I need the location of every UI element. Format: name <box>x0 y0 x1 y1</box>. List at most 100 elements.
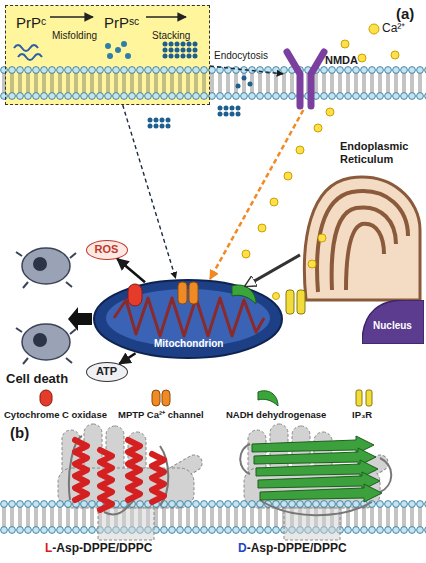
beta-sheet-protein <box>254 448 376 466</box>
prion-molecules <box>181 48 186 53</box>
nmda-receptor-symbol <box>287 52 324 106</box>
alpha-helix-protein <box>100 450 112 510</box>
prion-molecules <box>181 54 186 59</box>
endocytosed-aggregates <box>218 112 223 117</box>
panel-label: (a) <box>396 5 414 22</box>
dying-cells <box>22 324 70 360</box>
process-label: Endocytosis <box>214 50 268 62</box>
beta-sheet-protein <box>240 444 391 515</box>
prion-molecules <box>175 48 180 53</box>
node-text: Mitochondrion <box>154 338 223 350</box>
prion-molecules <box>18 54 42 60</box>
lipid-bilayer <box>0 500 426 534</box>
node-text: Nucleus <box>373 320 412 332</box>
ip3r-channel-symbol <box>286 290 294 314</box>
dying-cells <box>33 333 47 347</box>
legend-icons <box>258 391 278 406</box>
endocytosed-aggregates <box>154 118 159 123</box>
calcium-ions <box>296 146 304 154</box>
prion-molecules <box>121 41 127 47</box>
calcium-ions <box>258 224 266 232</box>
nmda-receptor-symbol <box>287 52 324 106</box>
dying-cells <box>33 257 47 271</box>
prion-molecules <box>163 54 168 59</box>
endoplasmic-reticulum-symbol <box>304 177 420 300</box>
mptp-channel-symbol <box>178 282 187 304</box>
legend-icons <box>40 390 52 406</box>
flow-arrow <box>210 66 283 74</box>
endocytosed-aggregates <box>148 118 153 123</box>
legend-icons <box>356 390 362 406</box>
alpha-helix-protein <box>128 440 140 500</box>
alpha-helix-protein <box>75 440 87 500</box>
nmda-receptor: NMDA <box>283 46 359 110</box>
prion-molecules <box>14 45 38 51</box>
prion-molecules <box>50 16 93 18</box>
beta-sheet-protein <box>258 472 380 490</box>
cell-death-arrow <box>68 307 92 331</box>
endocytosed-aggregates <box>148 124 153 129</box>
node-text: NMDA <box>325 54 358 67</box>
dying-cells <box>16 248 76 364</box>
prion-molecules <box>146 16 186 18</box>
hand-wrists <box>98 508 340 540</box>
nadh-dehydrogenase-symbol <box>232 285 256 304</box>
endocytosed-aggregates <box>160 124 165 129</box>
prion-molecules <box>187 54 192 59</box>
lipid-label: D-Asp-DPPE/DPPC <box>238 542 347 556</box>
prion-molecules <box>169 48 174 53</box>
calcium-ions <box>314 124 322 132</box>
ion-label: Ca²⁺ <box>382 22 405 36</box>
endocytosed-aggregates <box>236 84 241 89</box>
endocytosed-aggregates <box>166 118 171 123</box>
lipid-bilayer <box>0 500 426 534</box>
endocytosed-aggregates <box>148 76 253 129</box>
beta-sheet-protein <box>256 460 378 478</box>
prion-molecules <box>169 42 174 47</box>
flow-arrow <box>123 105 176 278</box>
nucleus-body <box>362 300 424 344</box>
endocytosed-aggregates <box>230 112 235 117</box>
prion-molecules <box>115 47 121 53</box>
node-text: PrPᶜ <box>16 14 46 31</box>
cell-death-arrow <box>68 307 92 331</box>
mitochondrion-outer <box>94 280 282 358</box>
node-text: Misfolding <box>52 30 97 42</box>
legend-text: IP₃R <box>352 410 372 421</box>
prion-molecules <box>187 48 192 53</box>
node-text: PrPˢᶜ <box>104 14 139 31</box>
legend-icons <box>162 390 170 406</box>
prion-molecules <box>193 54 198 59</box>
prion-molecules <box>187 42 192 47</box>
prion-molecules <box>125 53 131 59</box>
legend-icons <box>152 390 160 406</box>
calcium-ions <box>358 54 366 62</box>
endocytosed-aggregates <box>154 124 159 129</box>
prion-molecules <box>175 42 180 47</box>
beta-sheet-protein <box>252 436 382 502</box>
ros-oval: ROS <box>86 240 128 260</box>
endocytosed-aggregates <box>224 106 229 111</box>
alpha-helix-protein <box>69 436 168 514</box>
ip3r-channel-symbol <box>286 290 305 314</box>
calcium-ions <box>242 24 399 314</box>
calcium-ions <box>369 24 379 34</box>
calcium-ions <box>391 51 399 59</box>
flow-arrow <box>210 110 303 279</box>
outcome-label: Cell death <box>6 372 68 387</box>
prion-molecules <box>169 54 174 59</box>
prion-molecules <box>163 48 168 53</box>
endocytosed-aggregates <box>242 76 247 81</box>
prion-molecules <box>193 48 198 53</box>
beta-sheet-protein <box>252 436 374 454</box>
prion-molecules <box>181 42 186 47</box>
beta-sheet-protein <box>260 484 382 502</box>
legend-text: MPTP Ca²⁺ channel <box>118 410 204 421</box>
cytochrome-c-oxidase-symbol <box>128 284 142 306</box>
endoplasmic-reticulum-symbol <box>332 207 396 290</box>
node-text: ROS <box>87 243 126 256</box>
flow-arrow <box>119 353 135 364</box>
prion-molecules <box>163 42 198 59</box>
